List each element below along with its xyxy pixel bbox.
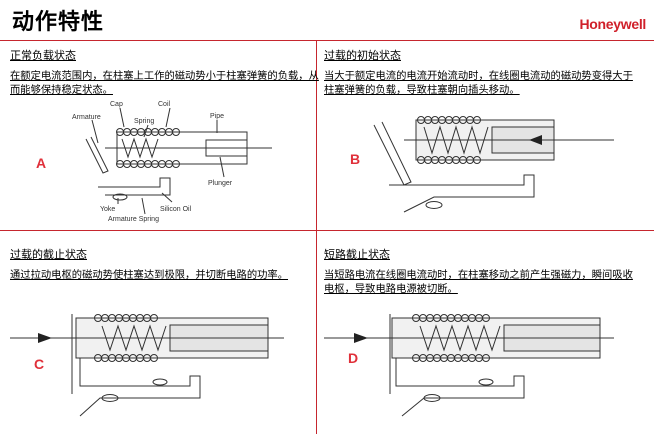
quadrant-heading: 过载的截止状态 — [10, 248, 87, 261]
quadrant-normal-load: 正常负载状态 在额定电流范围内，在柱塞上工作的磁动势小于柱塞弹簧的负载，从而能够… — [10, 47, 320, 237]
quadrant-short-circuit: 短路截止状态 当短路电流在线圈电流动时，在柱塞移动之前产生强磁力，瞬间吸收电枢，… — [324, 246, 634, 436]
label-cap: Cap — [110, 101, 123, 108]
page-title: 动作特性 — [12, 10, 105, 35]
label-pipe: Pipe — [210, 113, 224, 120]
brand-logo: Honeywell — [579, 16, 646, 32]
vertical-divider — [316, 41, 317, 434]
header-divider — [0, 40, 654, 41]
quadrant-letter: D — [348, 350, 359, 366]
quadrant-heading: 正常负载状态 — [10, 49, 76, 62]
quadrant-letter: C — [34, 356, 45, 372]
label-coil: Coil — [158, 101, 171, 108]
quadrant-letter: A — [36, 155, 47, 171]
quadrant-heading: 短路截止状态 — [324, 248, 390, 261]
quadrant-description: 当大于额定电流的电流开始流动时，在线圈电流动的磁动势变得大于柱塞弹簧的负载，导致… — [324, 70, 633, 96]
quadrant-overload-cutoff: 过载的截止状态 通过拉动电枢的磁动势使柱塞达到极限，并切断电路的功率。 C — [10, 246, 320, 436]
label-armature-spring: Armature Spring — [108, 216, 159, 223]
quadrant-description: 当短路电流在线圈电流动时，在柱塞移动之前产生强磁力，瞬间吸收电枢，导致电路电源被… — [324, 269, 633, 295]
quadrant-letter: B — [350, 151, 361, 167]
label-armature: Armature — [72, 114, 101, 121]
quadrant-heading: 过载的初始状态 — [324, 49, 401, 62]
quadrant-overload-initial: 过载的初始状态 当大于额定电流的电流开始流动时，在线圈电流动的磁动势变得大于柱塞… — [324, 47, 634, 237]
quadrant-description: 在额定电流范围内，在柱塞上工作的磁动势小于柱塞弹簧的负载，从而能够保持稳定状态。 — [10, 70, 319, 96]
horizontal-divider — [0, 230, 654, 231]
label-silicon-oil: Silicon Oil — [160, 206, 192, 213]
label-plunger: Plunger — [208, 180, 233, 187]
label-yoke: Yoke — [100, 206, 115, 213]
breaker-diagram-b — [373, 116, 614, 213]
breaker-diagram-c — [10, 314, 284, 417]
breaker-diagram-d — [324, 314, 614, 417]
quadrant-description: 通过拉动电枢的磁动势使柱塞达到极限，并切断电路的功率。 — [10, 269, 289, 281]
breaker-diagram-a: Cap Coil Armature Spring Pipe Plunger Yo… — [72, 101, 272, 223]
label-spring: Spring — [134, 118, 154, 125]
